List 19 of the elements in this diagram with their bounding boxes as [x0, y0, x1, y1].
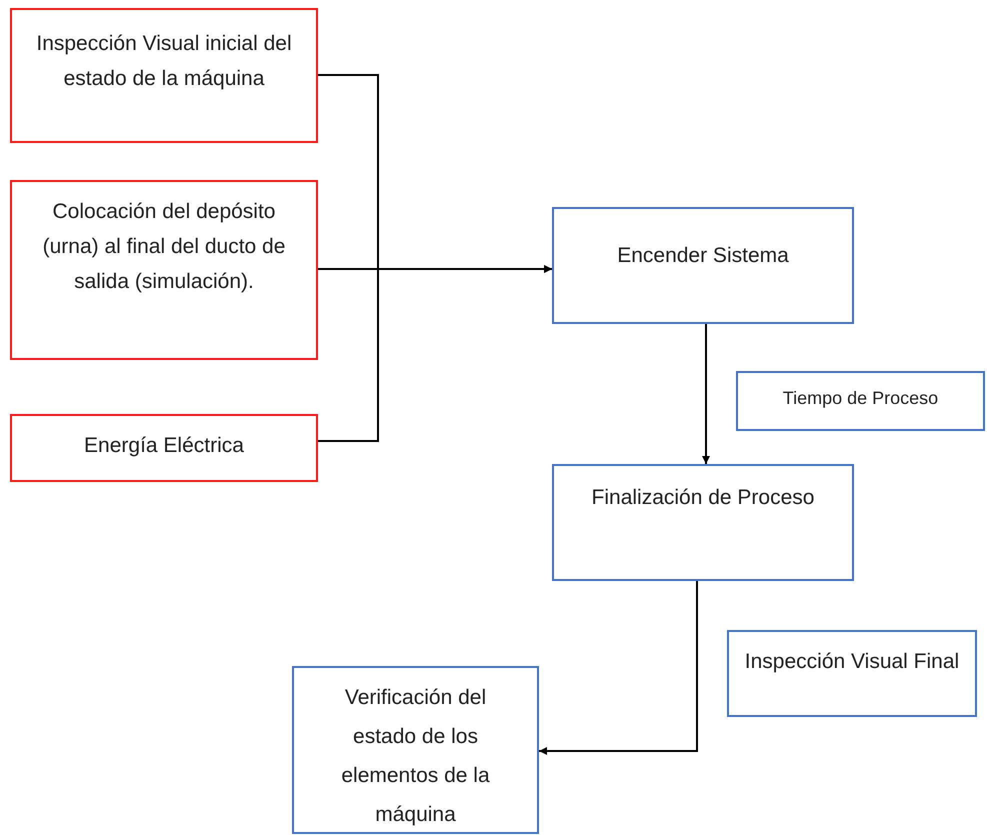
process-box [10, 180, 318, 360]
connector-arrow [702, 324, 710, 464]
process-box [727, 630, 977, 717]
process-box [10, 8, 318, 143]
process-box [552, 464, 854, 581]
node-label: Inspección Visual Final [744, 649, 960, 675]
node-label: Tiempo de Proceso [782, 387, 938, 410]
process-box [552, 207, 854, 324]
node-label: Energía Eléctrica [84, 433, 244, 459]
connector-arrow [539, 581, 698, 755]
node-label: Inspección Visual inicial del estado de la máquina [35, 31, 293, 92]
node-label: Finalización de Proceso [592, 485, 814, 511]
process-box [736, 371, 985, 431]
process-box [292, 666, 539, 834]
process-box [10, 414, 318, 482]
node-label: Colocación del depósito (urna) al final del ducto de salida (simulación). [42, 199, 286, 295]
connector-arrow [318, 265, 552, 442]
node-label: Verificación del estado de los elementos de la máquina [340, 685, 491, 828]
node-label: Encender Sistema [617, 243, 789, 269]
